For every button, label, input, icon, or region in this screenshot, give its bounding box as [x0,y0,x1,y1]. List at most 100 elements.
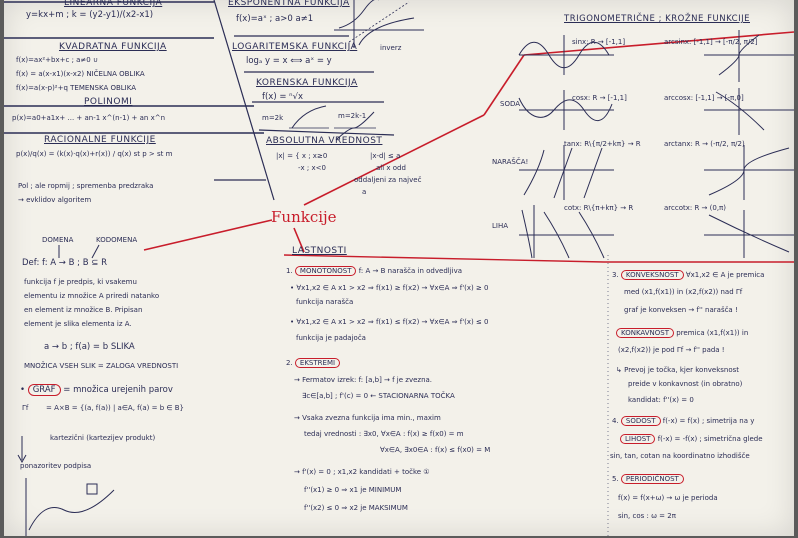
prop-line: med (x1,f(x1)) in (x2,f(x2)) nad Γf [624,288,743,296]
trig-graphs [518,30,794,259]
prop-line: funkcija je padajoča [296,334,366,342]
prop1: 1. MONOTONOST f: A → B narašča in odvedl… [286,266,462,276]
exponential-formula: f(x)=aˣ ; a>0 a≠1 [236,14,314,24]
prop2: 2. EKSTREMI [286,358,341,368]
domain-label: DOMENA [42,236,74,244]
center-title: Funkcije [271,208,337,226]
polynomial-title: POLINOMI [84,97,133,107]
prop-line: → Fermatov izrek: f: [a,b] → f je zvezna… [294,376,433,384]
trig-arccot: arccotx: R → (0,π) [664,204,726,212]
rational-note: → evklidov algoritem [18,196,92,204]
trig-sin: sinx: R → [-1,1] [572,38,626,46]
linear-formula: y=kx+m ; k = (y2-y1)/(x2-x1) [26,10,154,20]
quadratic-title: KVADRATNA FUNKCIJA [59,42,167,52]
absolute-title: ABSOLUTNA VREDNOST [266,136,383,146]
quadratic-line: f(x)=a(x-p)²+q TEMENSKA OBLIKA [16,84,136,92]
prop-line: tedaj vrednosti : ∃x0, ∀x∈A : f(x) ≥ f(x… [304,430,464,438]
prop5: 5. PERIODIČNOST [612,474,684,484]
lihost-badge: LIHOST [620,434,656,444]
prop-number: 5. [612,475,619,483]
prop-number: 2. [286,359,293,367]
prop-text: f(-x) = -f(x) ; simetrična glede [657,435,763,443]
prop-number: 3. [612,271,619,279]
prop-line: ↳ Prevoj je točka, kjer konveksnost [616,366,740,374]
root-formula: f(x) = ⁿ√x [262,92,304,102]
ekstremi-badge: EKSTREMI [294,358,341,368]
rational-formula: p(x)/q(x) = (k(x)·q(x)+r(x)) / q(x) st p… [16,150,173,158]
mindmap-lines [4,0,794,536]
prop-line: • ∀x1,x2 ∈ A x1 > x2 ⇒ f(x1) ≥ f(x2) → ∀… [290,284,489,292]
prop-line: f''(x1) ≥ 0 ⇒ x1 je MINIMUM [304,486,402,494]
notes-sheet: LINEARNA FUNKCIJA y=kx+m ; k = (y2-y1)/(… [4,0,794,536]
definition: Def: f: A → B ; B ⊆ R [22,258,107,268]
sketch-label: ponazoritev podpisa [20,462,92,470]
prop-line: sin, tan, cotan na koordinatno izhodišče [610,452,750,460]
prop-line: ∃c∈[a,b] ; f'(c) = 0 ← STACIONARNA TOČKA [302,392,455,400]
polynomial-formula: p(x)=a0+a1x+ ... + an-1 x^(n-1) + an x^n [12,114,166,122]
absolute-note: a [362,188,367,196]
prop-number: 4. [612,417,619,425]
prop3: 3. KONVEKSNOST ∀x1,x2 ∈ A je premica [612,270,764,280]
prop-line: funkcija narašča [296,298,354,306]
root-title: KORENSKA FUNKCIJA [256,78,358,88]
trig-arccos: arccosx: [-1,1] → [-π,0] [664,94,744,102]
prop-text: f: A → B narašča in odvedljiva [358,267,463,275]
graf-badge: GRAF [27,384,61,396]
cartesian-note: kartezični (kartezijev produkt) [50,434,156,442]
logarithmic-title: LOGARITEMSKA FUNKCIJA [232,42,358,52]
cartesian: = A×B = {(a, f(a)) | a∈A, f(a) = b ∈ B} [46,404,184,412]
prop-line: • ∀x1,x2 ∈ A x1 > x2 ⇒ f(x1) ≤ f(x2) → ∀… [290,318,489,326]
trig-cos: cosx: R → [-1,1] [572,94,627,102]
rational-note: Pol ; ale ropmij ; spremenba predzraka [18,182,154,190]
definition-text: elementu iz množice A priredi natanko [24,292,160,300]
absolute-line: |x| = { x ; x≥0 [276,152,328,160]
prop-line: f''(x2) ≤ 0 ⇒ x2 je MAKSIMUM [304,504,408,512]
prop-text: premica (x1,f(x1)) in [676,329,749,337]
prop-number: 1. [286,267,293,275]
prop-line: → Vsaka zvezna funkcija ima min., maxim [294,414,441,422]
prop-line: sin, cos : ω = 2π [618,512,676,520]
definition-text: funkcija f je predpis, ki vsakemu [24,278,137,286]
properties-title: LASTNOSTI [292,246,347,256]
trig-label-liha: LIHA [492,222,509,230]
codomain-label: KODOMENA [96,236,138,244]
prop-konkav: KONKAVNOST premica (x1,f(x1)) in [616,328,748,338]
root-even: m=2k [262,114,284,122]
prop-line: ∀x∈A, ∃x0∈A : f(x) ≤ f(x0) = M [380,446,491,454]
prop-line: f(x) = f(x+ω) → ω je perioda [618,494,718,502]
prop-line: graf je konveksen → f'' narašča ! [624,306,738,314]
image-set: MNOŽICA VSEH SLIK = ZALOGA VREDNOSTI [24,362,179,370]
prop-line: preide v konkavnost (in obratno) [628,380,743,388]
absolute-note: oddaljeni za največ [354,176,422,184]
definition-text: element je slika elementa iz A. [24,320,132,328]
prop-text: ∀x1,x2 ∈ A je premica [685,271,765,279]
logarithmic-formula: logₐ y = x ⟺ aˣ = y [246,56,332,66]
gamma-label: Γf [22,404,29,412]
monotonost-badge: MONOTONOST [294,266,357,276]
definition-text: en element iz množice B. Pripisan [24,306,143,314]
sodost-badge: SODOST [620,416,661,426]
rational-title: RACIONALNE FUNKCIJE [44,135,156,145]
linear-title: LINEARNA FUNKCIJA [64,0,163,8]
trig-label-narasca: NARAŠČA! [492,158,529,166]
prop-lihost: LIHOST f(-x) = -f(x) ; simetrična glede [620,434,763,444]
periodicnost-badge: PERIODIČNOST [620,474,684,484]
mapping: a → b ; f(a) = b SLIKA [44,342,135,352]
absolute-note: ali x odd [376,164,406,172]
konkavnost-badge: KONKAVNOST [616,328,675,338]
exponential-title: EKSPONENTNA FUNKCIJA [228,0,350,8]
branch-line-left [143,219,273,251]
trig-title: TRIGONOMETRIČNE ; KROŽNE FUNKCIJE [564,14,750,24]
prop-line: kandidat: f''(x) = 0 [628,396,694,404]
prop-text: f(-x) = f(x) ; simetrija na y [662,417,755,425]
quadratic-line: f(x)=ax²+bx+c ; a≠0 ∪ [16,56,99,64]
trig-arcsin: arcsinx: [-1,1] → [-π/2, π/2] [664,38,758,46]
trig-cot: cotx: R\{π+kπ} → R [564,204,634,212]
branch-line-bottom [293,227,305,253]
quadratic-line: f(x) = a(x-x1)(x-x2) NIČELNA OBLIKA [16,70,145,78]
prop4: 4. SODOST f(-x) = f(x) ; simetrija na y [612,416,754,426]
graph-def: • GRAF = množica urejenih parov [20,384,173,396]
root-odd: m=2k-1 [338,112,367,120]
graf-def-text: = množica urejenih parov [63,385,173,395]
prop-line: (x2,f(x2)) je pod Γf → f'' pada ! [618,346,725,354]
